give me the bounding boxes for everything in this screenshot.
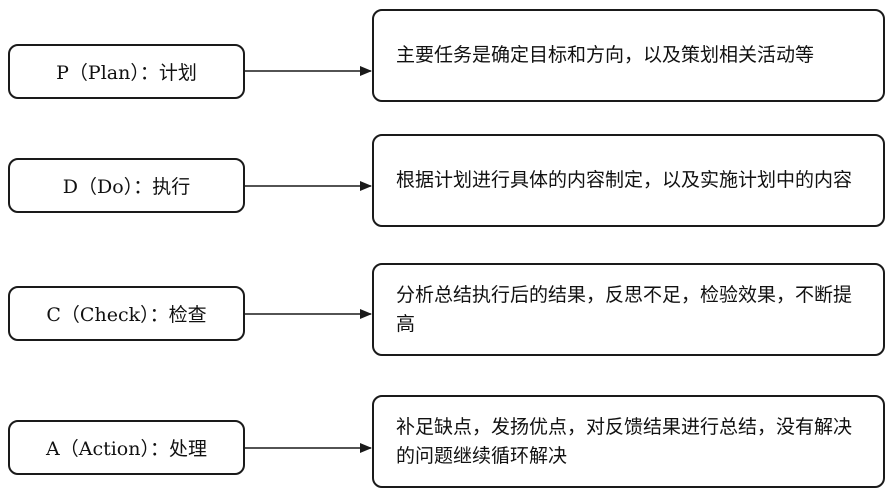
description-box-check: 分析总结执行后的结果，反思不足，检验效果，不断提高 <box>372 263 885 356</box>
phase-label-plan: P（Plan）：计划 <box>56 62 197 84</box>
phase-box-check: C（Check）：检查 <box>8 286 245 341</box>
phase-label-do: D（Do）：执行 <box>62 176 191 198</box>
description-box-do: 根据计划进行具体的内容制定，以及实施计划中的内容 <box>372 134 885 227</box>
description-text-plan: 主要任务是确定目标和方向，以及策划相关活动等 <box>396 44 815 66</box>
phase-label-action: A（Action）：处理 <box>46 438 207 460</box>
description-box-plan: 主要任务是确定目标和方向，以及策划相关活动等 <box>372 9 885 102</box>
description-text-action: 补足缺点，发扬优点，对反馈结果进行总结，没有解决的问题继续循环解决 <box>396 415 853 467</box>
phase-box-action: A（Action）：处理 <box>8 420 245 475</box>
description-box-action: 补足缺点，发扬优点，对反馈结果进行总结，没有解决的问题继续循环解决 <box>372 395 885 488</box>
phase-box-plan: P（Plan）：计划 <box>8 44 245 99</box>
description-text-do: 根据计划进行具体的内容制定，以及实施计划中的内容 <box>396 169 853 191</box>
phase-box-do: D（Do）：执行 <box>8 158 245 213</box>
description-text-check: 分析总结执行后的结果，反思不足，检验效果，不断提高 <box>396 283 853 335</box>
phase-label-check: C（Check）：检查 <box>46 304 207 326</box>
